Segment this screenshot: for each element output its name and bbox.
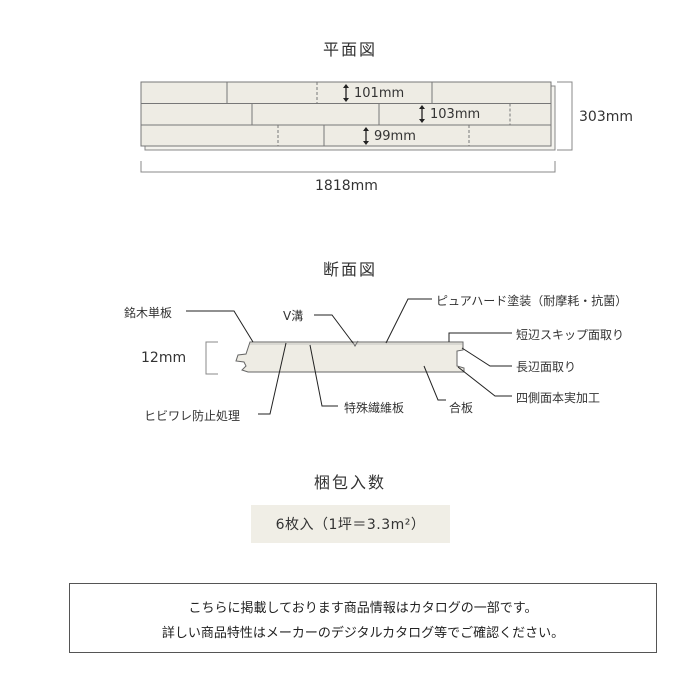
label-veneer: 銘木単板	[124, 306, 173, 320]
dim-label-99: 99mm	[374, 129, 416, 144]
leader-plywood	[423, 365, 446, 401]
label-special-fiber: 特殊繊維板	[344, 401, 405, 415]
dim-arrow-101	[343, 84, 349, 102]
dim-label-length: 1818mm	[315, 178, 378, 194]
total-width-bracket	[557, 81, 573, 151]
label-thickness: 12mm	[141, 350, 187, 366]
dim-arrow-103	[419, 105, 425, 123]
label-four-side: 四側面本実加工	[516, 391, 601, 405]
label-long-edge: 長辺面取り	[516, 360, 577, 374]
label-plywood: 合板	[449, 401, 474, 415]
section-board	[235, 341, 465, 373]
leader-four-side	[457, 366, 512, 397]
label-pure-hard: ピュアハード塗装（耐摩耗・抗菌）	[436, 294, 628, 308]
leader-short-edge	[448, 332, 512, 342]
plan-view-title: 平面図	[322, 40, 377, 59]
label-v-groove: V溝	[283, 309, 304, 323]
section-view-title: 断面図	[322, 260, 377, 279]
leader-v-groove	[314, 314, 354, 344]
label-anti-crack: ヒビワレ防止処理	[144, 409, 241, 423]
label-short-edge: 短辺スキップ面取り	[516, 328, 625, 342]
note-line-2: 詳しい商品特性はメーカーのデジタルカタログ等でご確認ください。	[161, 626, 565, 641]
packing-title: 梱包入数	[313, 473, 386, 492]
thickness-bracket	[205, 341, 218, 375]
dim-label-total-width: 303mm	[579, 109, 633, 125]
catalog-note-box: こちらに掲載しております商品情報はカタログの一部です。 詳しい商品特性はメーカー…	[69, 583, 657, 653]
leader-long-edge	[461, 347, 512, 367]
leader-veneer	[186, 310, 254, 343]
packing-quantity-box: 6枚入（1坪＝3.3m²）	[251, 505, 450, 543]
leader-special-fiber	[309, 344, 338, 407]
dim-label-103: 103mm	[430, 107, 481, 122]
leader-anti-crack	[258, 342, 287, 415]
note-line-1: こちらに掲載しております商品情報はカタログの一部です。	[188, 601, 538, 616]
dim-label-101: 101mm	[354, 86, 405, 101]
dim-arrow-99	[363, 127, 369, 145]
leader-lines	[186, 298, 512, 415]
leader-pure-hard	[385, 298, 432, 344]
length-bracket	[140, 161, 556, 173]
